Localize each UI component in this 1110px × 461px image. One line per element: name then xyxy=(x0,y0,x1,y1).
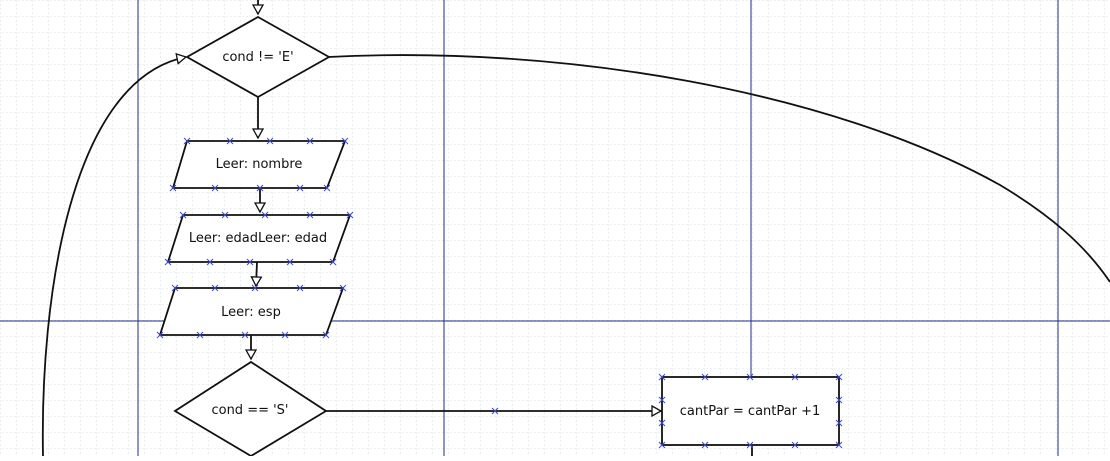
connection-point-marker xyxy=(206,258,214,266)
input-nombre-label: Leer: nombre xyxy=(216,157,303,172)
connection-point-marker xyxy=(658,419,666,427)
connection-point-marker xyxy=(323,184,331,192)
connection-point-marker xyxy=(658,396,666,404)
connector-loop-back[interactable] xyxy=(41,57,186,457)
connection-point-marker xyxy=(256,184,264,192)
shapes xyxy=(158,15,840,458)
connection-point-marker xyxy=(183,137,191,145)
connection-point-marker xyxy=(251,284,259,292)
connection-point-marker xyxy=(346,211,354,219)
decision-cond-ne-e-label: cond != 'E' xyxy=(222,50,293,65)
connection-point-marker xyxy=(835,396,843,404)
connection-point-marker xyxy=(306,137,314,145)
connection-point-marker xyxy=(221,211,229,219)
connection-point-marker xyxy=(701,373,709,381)
connection-point-marker xyxy=(339,284,347,292)
connection-point-marker xyxy=(246,258,254,266)
connection-point-marker xyxy=(746,441,754,449)
connection-point-marker xyxy=(211,284,219,292)
input-esp-label: Leer: esp xyxy=(221,305,281,320)
input-edad-label: Leer: edadLeer: edad xyxy=(189,231,327,246)
connection-point-marker xyxy=(196,331,204,339)
connection-point-marker xyxy=(835,419,843,427)
process-cantpar-label: cantPar = cantPar +1 xyxy=(680,404,821,419)
connection-point-marker xyxy=(156,331,164,339)
connector-edad-to-esp[interactable] xyxy=(256,261,257,286)
connection-point-marker xyxy=(296,284,304,292)
connection-point-marker xyxy=(226,137,234,145)
connection-point-marker xyxy=(281,331,289,339)
connection-point-marker xyxy=(296,184,304,192)
decision-cond-ne-e-shape[interactable] xyxy=(185,15,331,99)
connection-point-marker xyxy=(835,373,843,381)
connection-point-marker xyxy=(261,211,269,219)
connection-point-marker xyxy=(341,137,349,145)
connectors xyxy=(41,0,1110,457)
connection-point-marker xyxy=(306,211,314,219)
connection-point-marker xyxy=(746,373,754,381)
connection-point-marker xyxy=(791,441,799,449)
connection-point-markers xyxy=(156,137,843,449)
connection-point-marker xyxy=(169,184,177,192)
connection-point-marker xyxy=(171,284,179,292)
connection-point-marker xyxy=(658,441,666,449)
connection-point-marker xyxy=(658,373,666,381)
connection-point-marker xyxy=(322,331,330,339)
connection-point-marker xyxy=(835,441,843,449)
connection-point-marker xyxy=(179,211,187,219)
connection-point-marker xyxy=(241,331,249,339)
connector-exit-curve[interactable] xyxy=(327,54,1110,283)
connection-point-marker xyxy=(701,441,709,449)
connection-point-marker xyxy=(329,258,337,266)
connection-point-marker xyxy=(286,258,294,266)
connection-point-marker xyxy=(491,407,499,415)
connection-point-marker xyxy=(164,258,172,266)
connection-point-marker xyxy=(266,137,274,145)
connection-point-marker xyxy=(211,184,219,192)
decision-cond-eq-s-label: cond == 'S' xyxy=(211,403,288,418)
connection-point-marker xyxy=(791,373,799,381)
